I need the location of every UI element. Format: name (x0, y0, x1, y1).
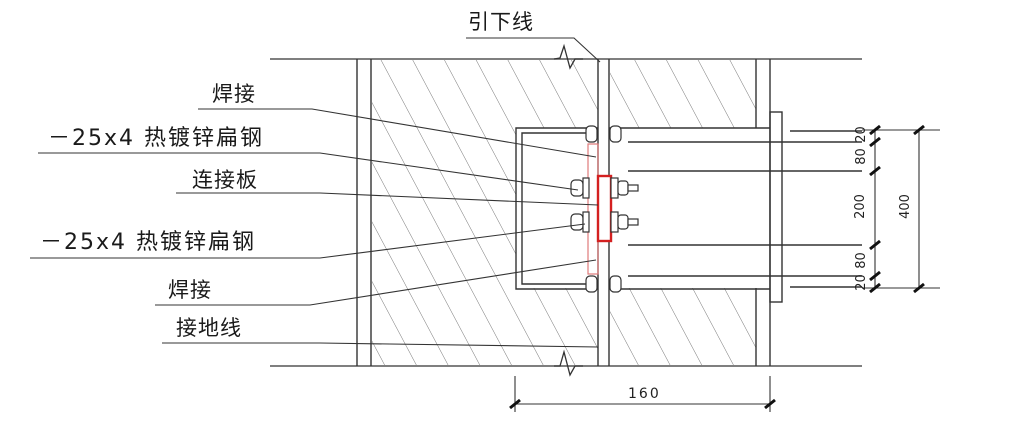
connection-plate-highlight (587, 143, 613, 275)
plate-bolts (570, 177, 639, 233)
label-weld-top: 焊接 (212, 82, 256, 106)
dim-seg-4: 80 (853, 252, 869, 269)
label-connection-plate: 连接板 (192, 168, 258, 192)
dim-seg-3: 200 (852, 194, 868, 219)
wall-hatch (372, 60, 770, 365)
boundary-lines (270, 58, 862, 367)
dimension-lines (514, 129, 940, 412)
label-weld-bottom: 焊接 (168, 278, 212, 302)
break-symbols (553, 43, 583, 377)
label-flat-steel-top: －25x4 热镀锌扁钢 (48, 126, 265, 151)
label-down-conductor: 引下线 (468, 10, 534, 34)
dim-total: 400 (897, 194, 913, 219)
dim-seg-2: 80 (853, 148, 869, 165)
label-flat-steel-bottom: －25x4 热镀锌扁钢 (40, 230, 257, 255)
dim-width: 160 (628, 386, 661, 402)
label-ground-wire: 接地线 (176, 316, 242, 340)
bracket (515, 111, 862, 303)
left-wall-edge (356, 59, 372, 366)
leader-lines (30, 37, 601, 348)
dim-seg-1: 20 (853, 126, 869, 143)
dim-seg-5: 20 (853, 274, 869, 291)
edge-bolts (585, 125, 622, 293)
dimension-ticks (509, 124, 925, 410)
